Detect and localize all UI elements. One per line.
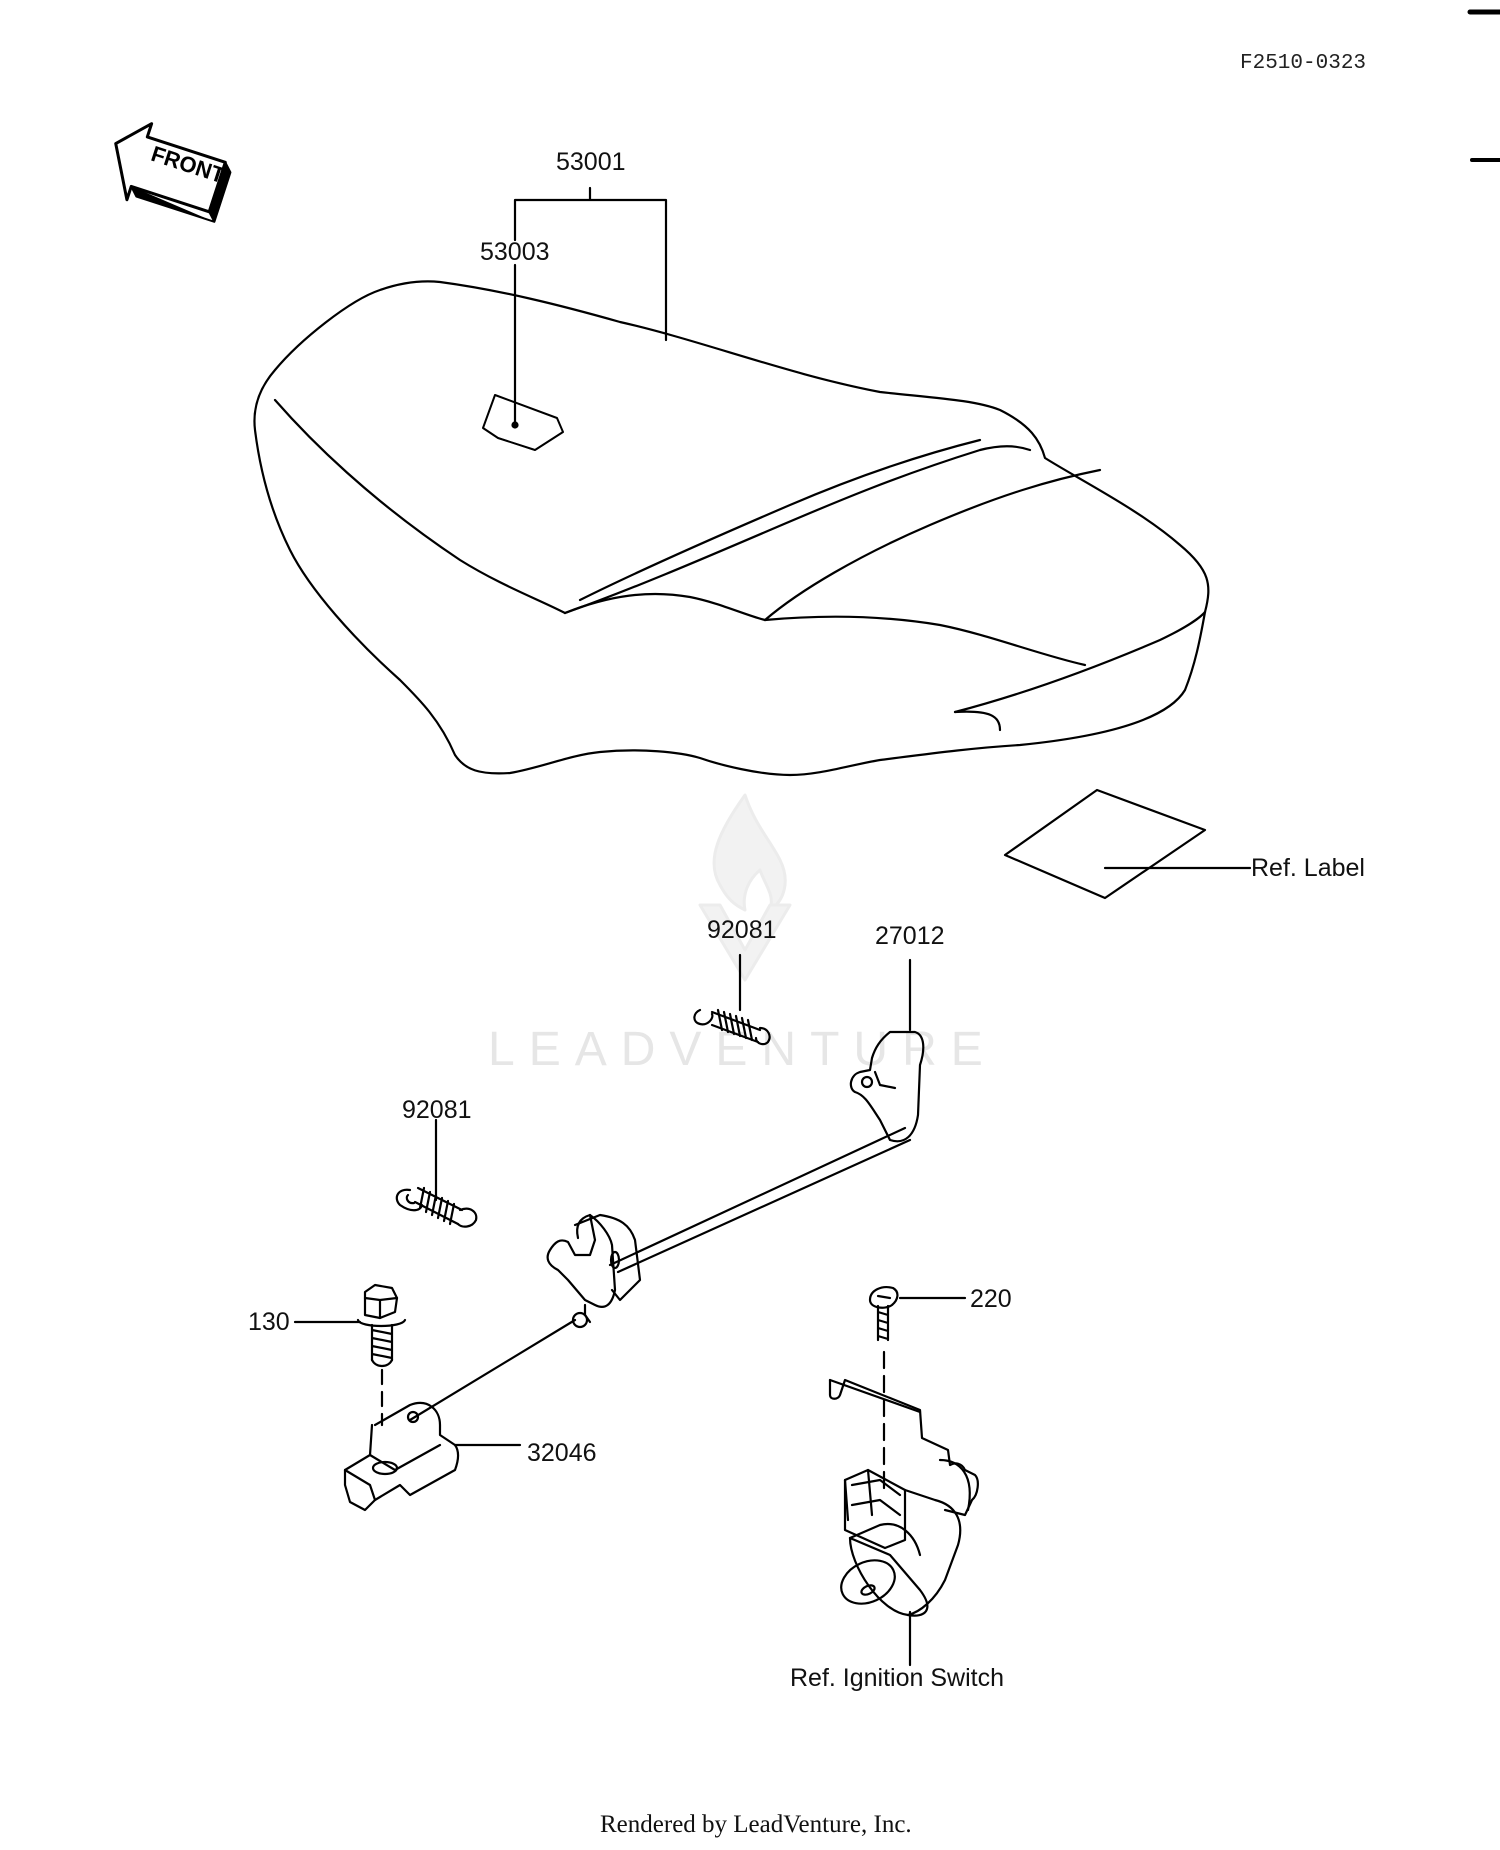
part-label-32046: 32046 <box>527 1439 597 1467</box>
screw-220 <box>868 1286 967 1492</box>
part-label-220: 220 <box>970 1285 1012 1313</box>
spring-lower <box>395 1186 478 1228</box>
part-label-92081-upper: 92081 <box>707 916 777 944</box>
ignition-switch-assembly <box>828 1378 979 1667</box>
front-arrow-icon <box>114 122 232 223</box>
leader-53001 <box>513 186 668 342</box>
seat-drawing <box>253 280 1210 777</box>
part-label-92081-lower: 92081 <box>402 1096 472 1124</box>
diagram-code: F2510-0323 <box>1240 52 1367 75</box>
spring-upper <box>693 1008 771 1046</box>
footer-credit: Rendered by LeadVenture, Inc. <box>600 1811 912 1838</box>
part-label-27012: 27012 <box>875 922 945 950</box>
bolt-130 <box>293 1283 407 1427</box>
ref-label-text: Ref. Label <box>1251 854 1365 882</box>
ref-ignition-switch-text: Ref. Ignition Switch <box>790 1664 1004 1692</box>
watermark-logo <box>698 793 792 982</box>
bracket-32046 <box>343 1318 577 1512</box>
part-label-130: 130 <box>248 1308 290 1336</box>
ref-label-plate <box>1003 788 1252 900</box>
latch-rod-assembly <box>546 1030 925 1329</box>
part-label-53003: 53003 <box>480 238 550 266</box>
part-label-53001: 53001 <box>556 148 626 176</box>
